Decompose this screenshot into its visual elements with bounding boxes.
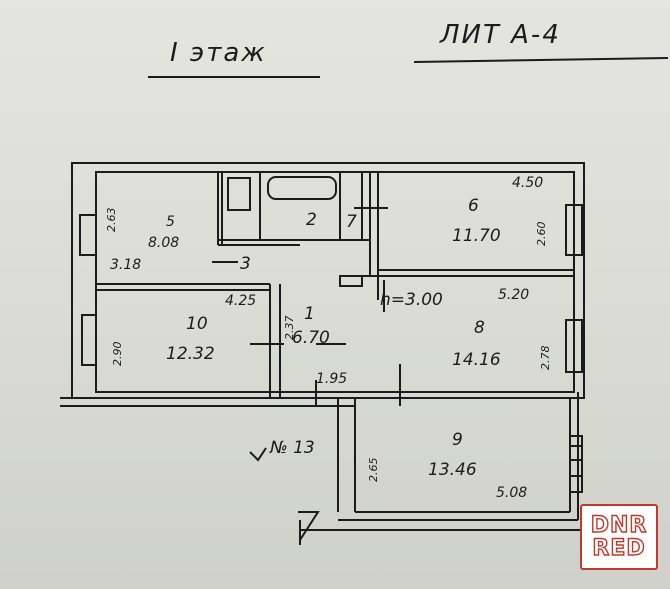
room-number-10: 10 <box>186 314 208 334</box>
room-number-2: 2 <box>306 210 317 230</box>
watermark-line-2: RED <box>592 536 646 561</box>
dim-room5-height: 2.63 <box>105 207 118 233</box>
dim-room9-width: 5.08 <box>496 485 528 501</box>
window-left-bottom <box>81 314 97 366</box>
inner-wall <box>95 171 575 393</box>
watermark-line-1: DNR <box>590 512 648 538</box>
room-number-8: 8 <box>474 318 485 338</box>
room-area-1: 6.70 <box>292 328 330 348</box>
dim-room8-height: 2.78 <box>539 345 552 371</box>
dim-room6-height: 2.60 <box>535 221 548 247</box>
stair-mark <box>249 447 267 462</box>
window-right-mid <box>565 319 583 373</box>
title-underline-right <box>413 57 669 63</box>
room-area-10: 12.32 <box>166 344 215 364</box>
window-right-top <box>565 204 583 256</box>
floor-title: I этаж <box>170 38 267 68</box>
plan-code: ЛИТ А-4 <box>440 20 561 50</box>
dim-room8-width: 5.20 <box>498 287 530 303</box>
bathtub <box>267 176 337 200</box>
dim-room1-width: 1.95 <box>316 371 348 387</box>
dim-room6-width: 4.50 <box>512 175 544 191</box>
room-area-8: 14.16 <box>452 350 501 370</box>
dim-room1-height: 2.37 <box>283 315 296 341</box>
room-area-5: 8.08 <box>148 235 180 251</box>
room-number-1: 1 <box>304 304 315 324</box>
dim-room10-height: 2.90 <box>111 341 124 367</box>
room-area-6: 11.70 <box>452 226 501 246</box>
dim-room5-width: 3.18 <box>110 257 142 273</box>
room-number-9: 9 <box>452 430 463 450</box>
room-area-9: 13.46 <box>428 460 477 480</box>
stair-label: № 13 <box>270 438 315 458</box>
window-right-bottom <box>569 435 583 493</box>
room-number-3: 3 <box>240 254 251 274</box>
toilet <box>227 177 251 211</box>
window-left-top <box>79 214 97 256</box>
room-number-7: 7 <box>346 212 357 232</box>
watermark-logo: DNR RED <box>580 504 658 570</box>
room-number-5: 5 <box>166 214 175 230</box>
dim-room9-height: 2.65 <box>367 457 380 483</box>
dim-room10-width: 4.25 <box>225 293 257 309</box>
ceiling-height: h=3.00 <box>380 290 443 310</box>
room-number-6: 6 <box>468 196 479 216</box>
